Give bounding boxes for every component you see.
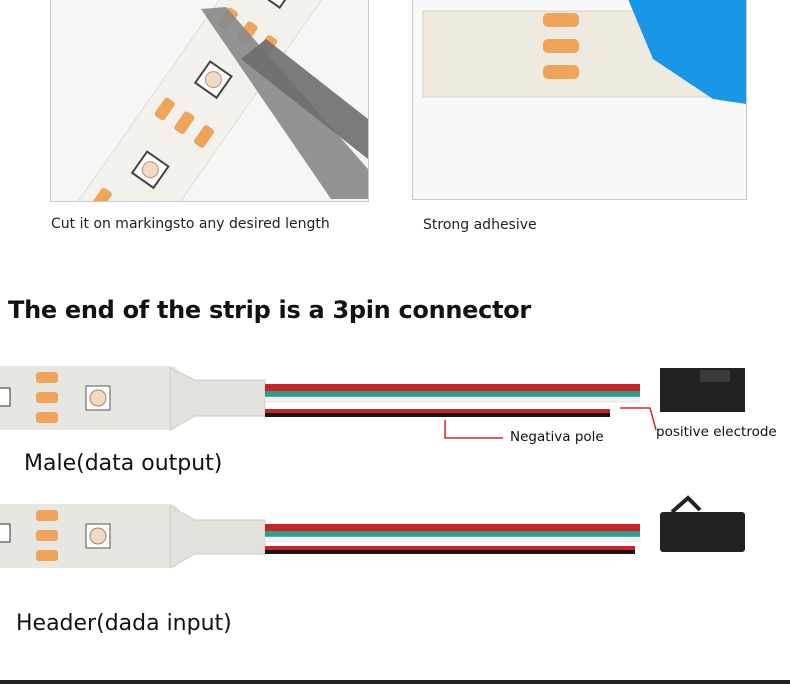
positive-electrode-callout: positive electrode (656, 424, 777, 440)
scissors-icon (201, 7, 368, 199)
male-connector-illustration (0, 366, 745, 439)
connector-plug-icon (660, 495, 745, 552)
adhesive-photo (413, 0, 746, 199)
led-chip-icon (85, 385, 111, 411)
connector-plug-icon (660, 368, 745, 412)
led-chip-icon (130, 0, 296, 190)
bottom-divider (0, 680, 790, 684)
cut-caption: Cut it on markingsto any desired length (51, 216, 330, 232)
cut-photo-panel (50, 0, 369, 202)
header-label: Header(dada input) (16, 611, 232, 636)
section-title: The end of the strip is a 3pin connector (8, 296, 531, 324)
cut-photo (51, 0, 368, 201)
male-label: Male(data output) (24, 451, 223, 476)
led-chip-icon (85, 523, 111, 549)
negative-pole-callout: Negativa pole (510, 429, 604, 445)
header-connector-illustration (0, 495, 745, 569)
adhesive-caption: Strong adhesive (423, 217, 537, 233)
adhesive-photo-panel (412, 0, 747, 200)
